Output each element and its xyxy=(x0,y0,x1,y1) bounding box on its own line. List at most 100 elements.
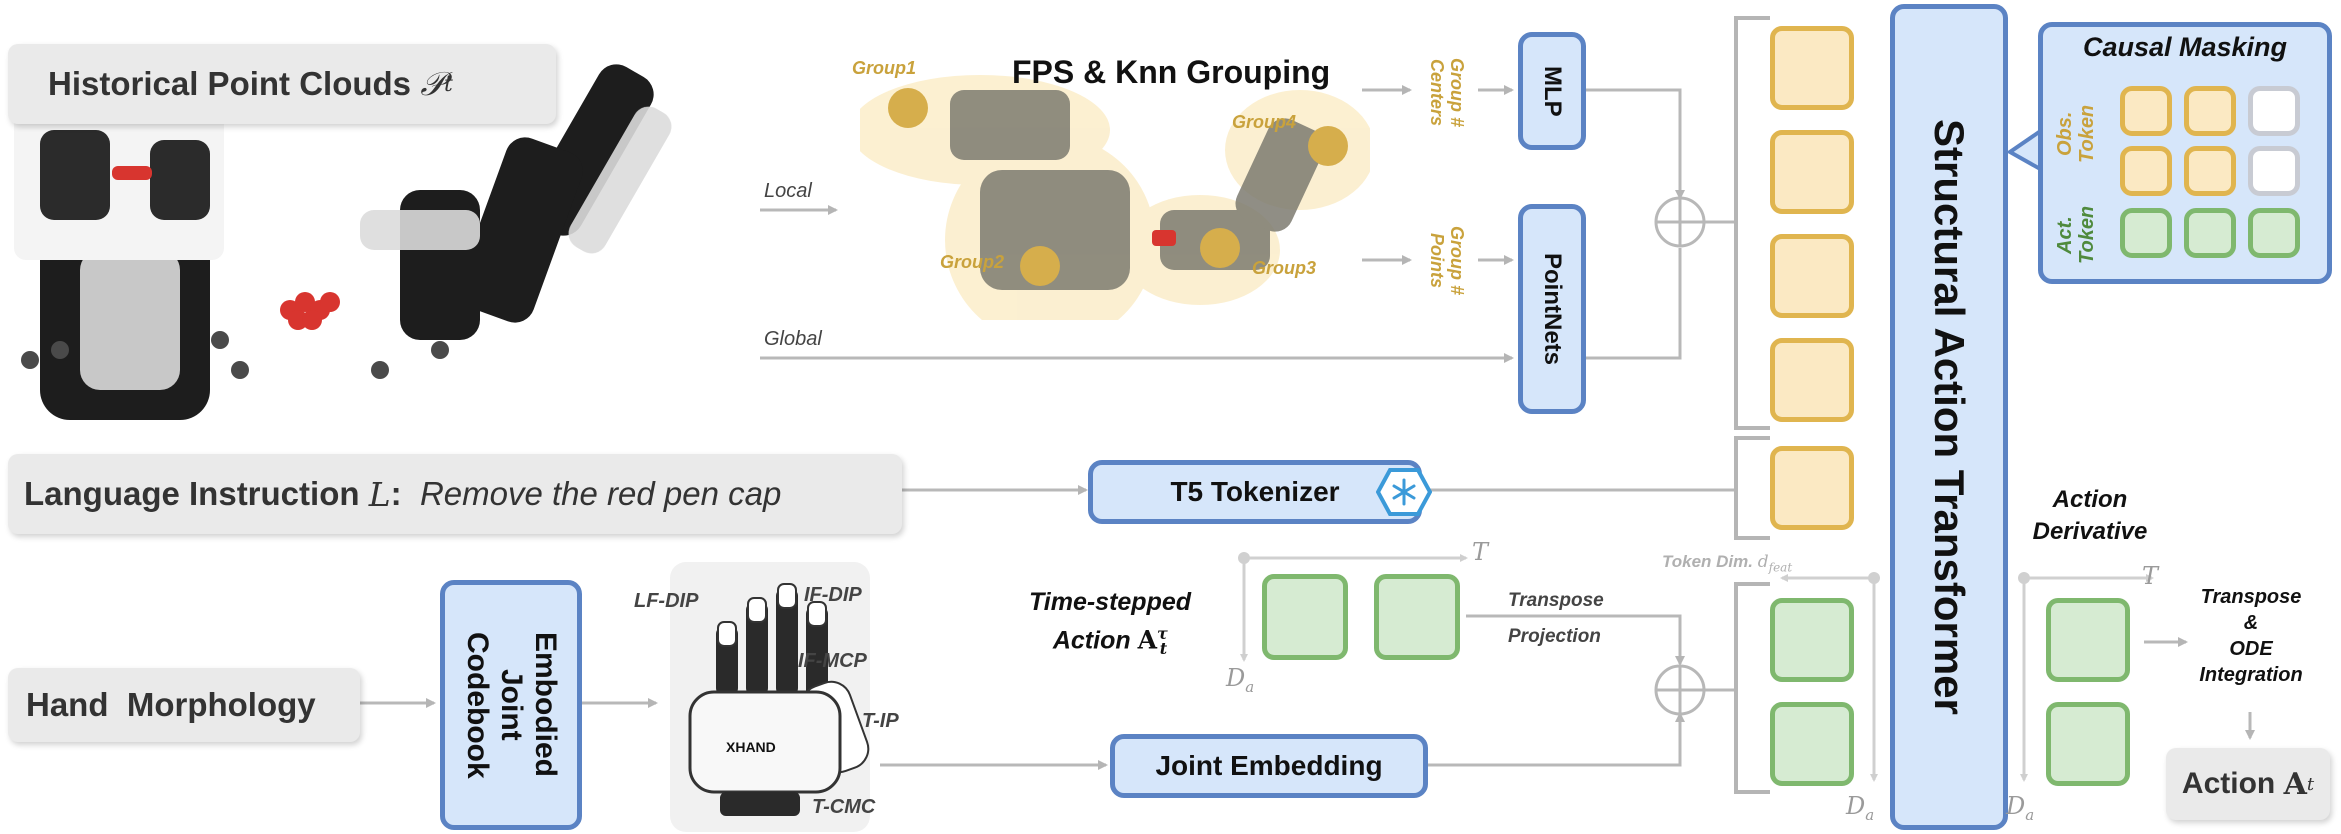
integration-line2: & xyxy=(2243,612,2259,634)
joint-embedding-label: Joint Embedding xyxy=(1155,750,1383,781)
codebook-line3: Codebook xyxy=(461,631,494,779)
joint-if-mcp: IF-MCP xyxy=(798,650,867,672)
projection-label: Projection xyxy=(1508,626,1601,647)
codebook-line2: Joint xyxy=(495,669,528,741)
point-cloud-symbol: 𝒫 xyxy=(420,64,445,103)
joint-t-ip: T-IP xyxy=(862,710,899,732)
action-derivative-line1: Action xyxy=(2052,486,2128,513)
output-axis-da-main: D xyxy=(2006,792,2026,820)
derivative-token-2 xyxy=(2046,702,2130,786)
axis-da-main: D xyxy=(1226,664,1246,692)
act-token-label: Act. Token xyxy=(2046,200,2106,270)
token-axis-da-sub: a xyxy=(1865,805,1875,824)
action-symbol: A xyxy=(1137,625,1157,655)
codebook-line1: Embodied xyxy=(529,632,562,778)
transpose-label: Transpose xyxy=(1508,590,1604,611)
language-symbol: L xyxy=(368,474,391,514)
language-separator: : xyxy=(390,475,402,512)
output-axis-da-sub: a xyxy=(2025,805,2035,824)
mlp-label: MLP xyxy=(1539,65,1566,117)
joint-lf-dip: LF-DIP xyxy=(634,590,699,612)
hand-morphology-label: Hand Morphology xyxy=(26,686,316,723)
output-axis-t-label: T xyxy=(2142,562,2159,590)
token-dim-label: Token Dim. dfeat xyxy=(1662,552,1792,574)
integration-line1: Transpose xyxy=(2200,586,2302,608)
obs-token-label-line2: Token xyxy=(2076,104,2098,164)
group-centers-label: Group # Centers xyxy=(1412,48,1482,138)
point-cloud-picture xyxy=(14,64,672,420)
fps-grouping-picture xyxy=(860,75,1370,320)
joint-if-dip: IF-DIP xyxy=(804,584,862,606)
action-output-symbol: A xyxy=(2283,766,2307,802)
action-token-2 xyxy=(1374,574,1460,660)
mask-cell-r1c3 xyxy=(2248,86,2300,136)
historical-point-clouds-text: Historical Point Clouds xyxy=(48,65,412,102)
action-output-label: Action xyxy=(2181,767,2276,800)
time-stepped-line1: Time-stepped xyxy=(1028,588,1192,616)
group2-label: Group2 xyxy=(940,252,1005,272)
transpose-ode-label: Transpose & ODE Integration xyxy=(2176,584,2326,688)
language-instruction-text: Remove the red pen cap xyxy=(419,475,782,512)
action-derivative-line2: Derivative xyxy=(2032,518,2148,545)
axis-t-label: T xyxy=(1472,538,1489,566)
embodied-joint-codebook-box: Embodied Joint Codebook xyxy=(440,580,582,830)
pointnets-label: PointNets xyxy=(1539,252,1566,365)
t5-tokenizer-label: T5 Tokenizer xyxy=(1170,476,1340,507)
structural-action-transformer: Structural Action Transformer xyxy=(1890,4,2008,830)
group-points-label: Group # Points xyxy=(1412,216,1482,306)
language-instruction-label: Language Instruction xyxy=(24,475,360,512)
action-superscript: τ xyxy=(1156,624,1168,643)
obs-token-3 xyxy=(1770,234,1854,318)
global-label: Global xyxy=(764,328,822,350)
integration-line4: Integration xyxy=(2199,664,2303,686)
derivative-token-1 xyxy=(2046,598,2130,682)
time-stepped-action-label: Time-stepped Action Aτt xyxy=(1000,586,1220,665)
language-instruction-box: Language Instruction L: Remove the red p… xyxy=(8,454,902,534)
obs-token-2 xyxy=(1770,130,1854,214)
group4-label: Group4 xyxy=(1232,112,1297,132)
xhand-picture: XHAND xyxy=(670,562,870,832)
mask-cell-r1c2 xyxy=(2184,86,2236,136)
hand-brand: XHAND xyxy=(726,739,776,755)
joint-t-cmc: T-CMC xyxy=(812,796,876,818)
time-stepped-line2: Action xyxy=(1052,626,1131,655)
obs-token-1 xyxy=(1770,26,1854,110)
mask-cell-r3c2 xyxy=(2184,208,2236,258)
axis-da-sub: a xyxy=(1245,677,1255,696)
group-centers-line2: Centers xyxy=(1427,59,1447,127)
output-axis-da-label: Da xyxy=(2006,792,2034,824)
t5-tokenizer-box: T5 Tokenizer xyxy=(1088,460,1422,524)
local-label: Local xyxy=(764,180,812,202)
act-token-1 xyxy=(1770,598,1854,682)
group3-label: Group3 xyxy=(1252,258,1317,278)
group-centers-line1: Group # xyxy=(1447,58,1467,128)
point-cloud-subscript: t xyxy=(444,71,453,97)
token-dim-subscript: feat xyxy=(1768,560,1793,575)
action-output-subscript: t xyxy=(2306,773,2315,795)
hand-morphology-box: Hand Morphology xyxy=(8,668,360,742)
act-token-label-line1: Act. xyxy=(2054,216,2076,254)
codebook-text: Embodied Joint Codebook xyxy=(460,632,562,779)
group1-label: Group1 xyxy=(852,58,917,78)
mask-cell-r3c3 xyxy=(2248,208,2300,258)
causal-masking-title: Causal Masking xyxy=(2082,32,2288,62)
action-derivative-label: Action Derivative xyxy=(2030,484,2150,548)
mask-cell-r3c1 xyxy=(2120,208,2172,258)
mask-cell-r1c1 xyxy=(2120,86,2172,136)
snowflake-icon xyxy=(1376,468,1432,516)
obs-token-label: Obs. Token xyxy=(2046,80,2106,188)
action-token-1 xyxy=(1262,574,1348,660)
obs-token-4 xyxy=(1770,338,1854,422)
group-points-line1: Group # xyxy=(1447,226,1467,296)
fps-knn-title: FPS & Knn Grouping xyxy=(1012,54,1331,90)
obs-token-label-line1: Obs. xyxy=(2054,111,2076,157)
token-dim-symbol: d xyxy=(1757,552,1769,572)
mlp-box: MLP xyxy=(1518,32,1586,150)
pointnets-box: PointNets xyxy=(1518,204,1586,414)
token-axis-da-label: Da xyxy=(1846,792,1874,824)
action-subscript: t xyxy=(1159,639,1168,659)
